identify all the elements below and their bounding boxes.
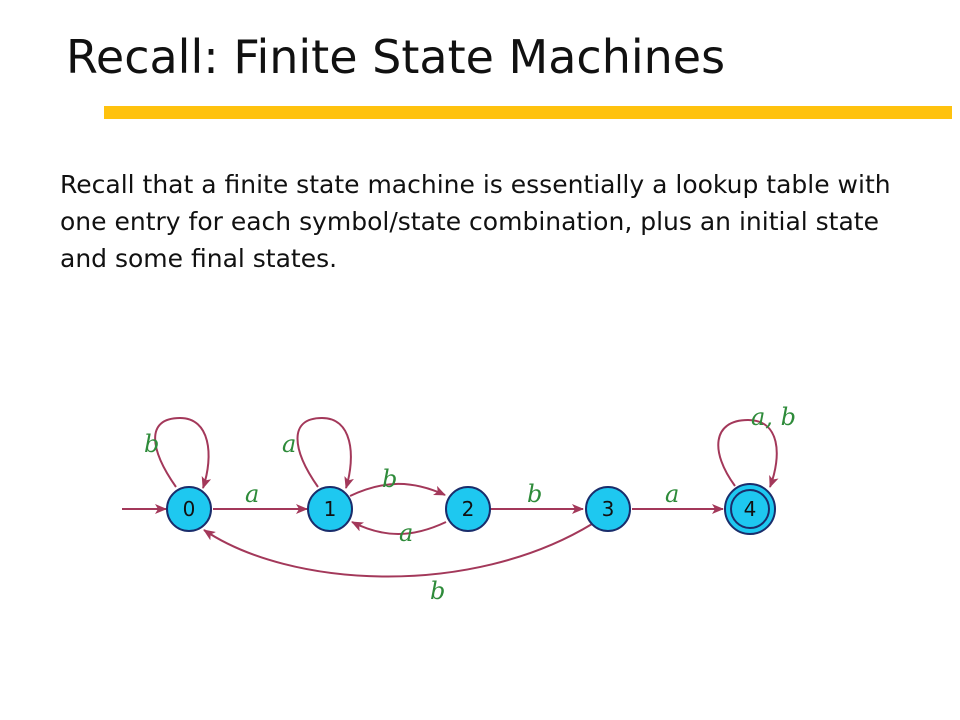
label-1-1: a	[282, 430, 296, 458]
label-3-4: a	[665, 480, 679, 508]
label-0-0: b	[144, 430, 159, 458]
label-2-3: b	[527, 480, 542, 508]
svg-text:1: 1	[324, 497, 337, 521]
slide-body-text: Recall that a finite state machine is es…	[60, 170, 891, 273]
state-3: 3	[585, 486, 631, 532]
transition-1-1	[296, 416, 354, 489]
title-underline	[104, 106, 952, 119]
transition-1-2	[349, 482, 446, 497]
slide-title: Recall: Finite State Machines	[66, 30, 726, 84]
svg-text:3: 3	[602, 497, 615, 521]
state-4-final: 4	[724, 483, 776, 535]
svg-text:4: 4	[744, 497, 757, 521]
svg-text:2: 2	[462, 497, 475, 521]
transition-3-0	[203, 523, 593, 578]
transition-0-0	[154, 416, 212, 489]
label-3-0: b	[430, 577, 445, 605]
label-0-1: a	[245, 480, 259, 508]
state-0: 0	[166, 486, 212, 532]
transition-2-1	[351, 521, 447, 535]
label-1-2: b	[382, 465, 397, 493]
svg-text:0: 0	[183, 497, 196, 521]
transition-4-4	[717, 418, 779, 488]
label-2-1: a	[399, 519, 413, 547]
state-1: 1	[307, 486, 353, 532]
state-2: 2	[445, 486, 491, 532]
label-4-4: a, b	[751, 403, 796, 431]
